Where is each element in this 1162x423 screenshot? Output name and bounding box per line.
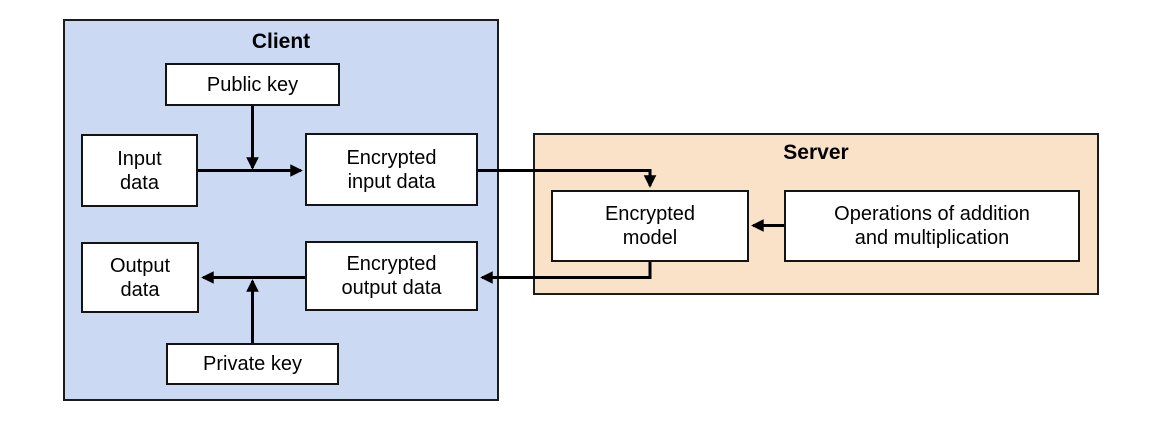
public-key-box: Public key — [165, 63, 340, 106]
output-data-box: Output data — [81, 242, 199, 313]
encrypted-input-data-box: Encrypted input data — [305, 133, 478, 206]
encrypted-model-box: Encrypted model — [551, 190, 749, 262]
private-key-box: Private key — [166, 343, 339, 385]
operations-box: Operations of addition and multiplicatio… — [784, 190, 1080, 262]
server-title: Server — [783, 141, 849, 164]
client-title: Client — [251, 30, 311, 53]
encrypted-output-data-box: Encrypted output data — [305, 241, 478, 311]
input-data-box: Input data — [81, 134, 198, 207]
